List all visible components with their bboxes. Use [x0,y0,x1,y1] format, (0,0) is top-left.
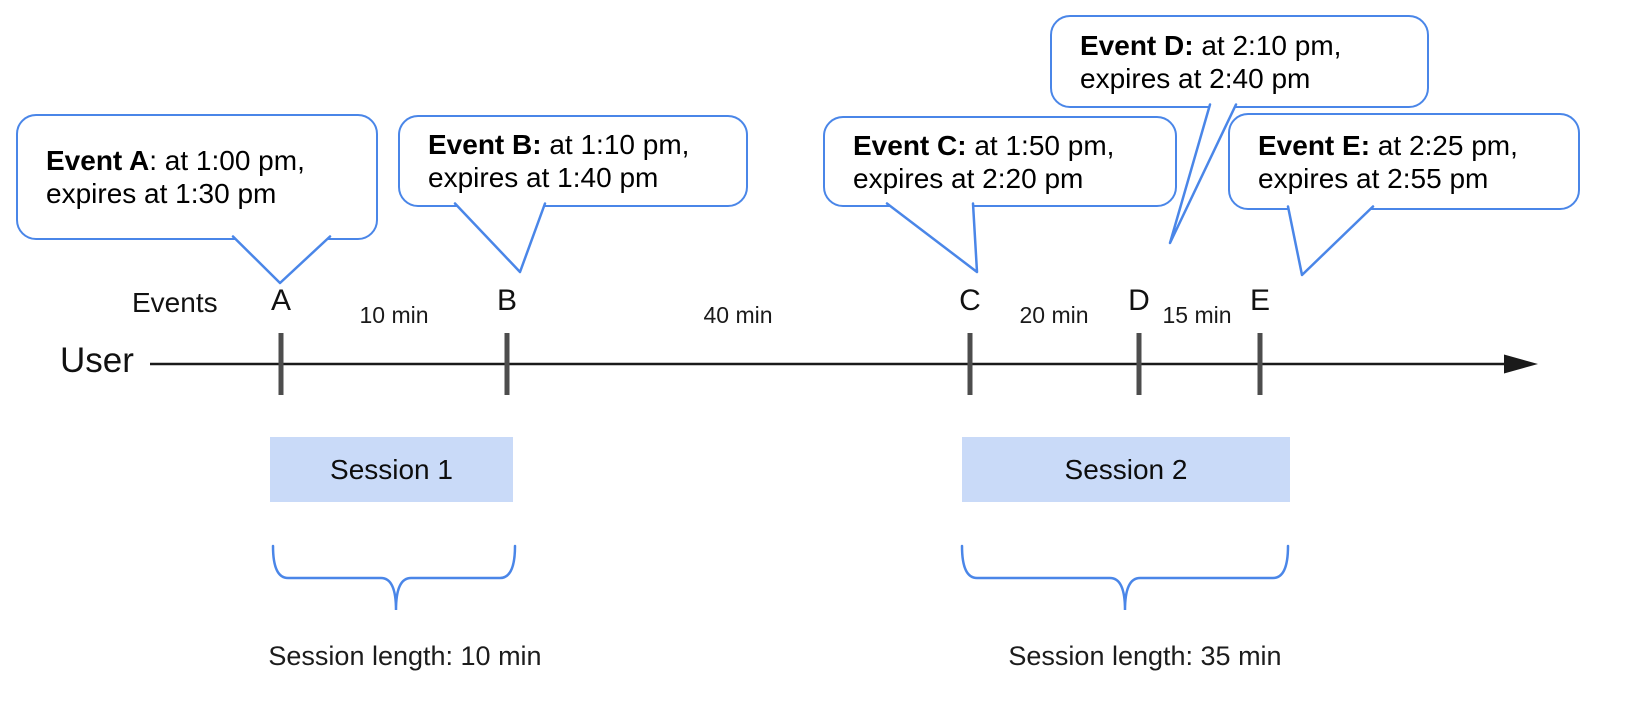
callout-event-d-text: Event D: at 2:10 pm, expires at 2:40 pm [1080,29,1341,95]
session-2-box: Session 2 [962,437,1290,502]
event-b-title: Event B: [428,129,542,160]
session-2-brace [960,544,1290,611]
callout-event-a: Event A: at 1:00 pm, expires at 1:30 pm [16,114,378,240]
event-b-details: at 1:10 pm, expires at 1:40 pm [428,129,690,193]
callout-event-e-text: Event E: at 2:25 pm, expires at 2:55 pm [1258,129,1518,195]
tick-label-a: A [270,284,292,317]
event-c-details: at 1:50 pm, expires at 2:20 pm [853,129,1115,194]
callout-event-a-text: Event A: at 1:00 pm, expires at 1:30 pm [46,144,305,210]
tick-mark-a [278,333,284,395]
callout-event-e: Event E: at 2:25 pm, expires at 2:55 pm [1228,113,1580,210]
session-1-length-caption: Session length: 10 min [268,641,542,671]
callout-event-b-text: Event B: at 1:10 pm, expires at 1:40 pm [428,128,689,194]
event-d-details: at 2:10 pm, expires at 2:40 pm [1080,29,1342,94]
tick-label-d: D [1128,284,1150,317]
callout-tail-event-c [885,202,979,274]
interval-b-c: 40 min [703,302,773,328]
callout-event-d: Event D: at 2:10 pm, expires at 2:40 pm [1050,15,1429,108]
tick-mark-b [504,333,510,395]
event-e-title: Event E: [1258,129,1371,161]
interval-d-e: 15 min [1162,302,1232,328]
tick-mark-e [1257,333,1263,395]
event-c-title: Event C: [853,129,967,161]
callout-tail-event-a [231,235,332,285]
session-2-label: Session 2 [1064,453,1188,485]
callout-event-c-text: Event C: at 1:50 pm, expires at 2:20 pm [853,129,1114,195]
callout-event-b: Event B: at 1:10 pm, expires at 1:40 pm [398,115,748,207]
event-e-details: at 2:25 pm, expires at 2:55 pm [1258,129,1518,194]
tick-label-e: E [1249,284,1271,317]
session-2-length-caption: Session length: 35 min [1008,641,1282,671]
callout-tail-event-d [1168,103,1238,245]
event-a-title: Event A [46,145,150,176]
timeline-arrowhead-icon [1504,354,1538,374]
interval-a-b: 10 min [359,302,429,328]
tick-mark-d [1136,333,1142,395]
tick-label-b: B [496,284,518,317]
event-a-details: : at 1:00 pm, expires at 1:30 pm [46,145,305,209]
session-1-box: Session 1 [270,437,513,502]
interval-c-d: 20 min [1019,302,1089,328]
user-axis-label: User [60,341,134,380]
events-axis-label: Events [132,287,218,318]
event-d-title: Event D: [1080,29,1194,61]
session-1-brace [271,544,517,611]
callout-tail-event-b [453,202,547,274]
callout-tail-event-e [1286,205,1375,277]
callout-event-c: Event C: at 1:50 pm, expires at 2:20 pm [823,116,1177,207]
session-1-label: Session 1 [330,453,453,485]
tick-label-c: C [959,284,981,317]
tick-mark-c [967,333,973,395]
